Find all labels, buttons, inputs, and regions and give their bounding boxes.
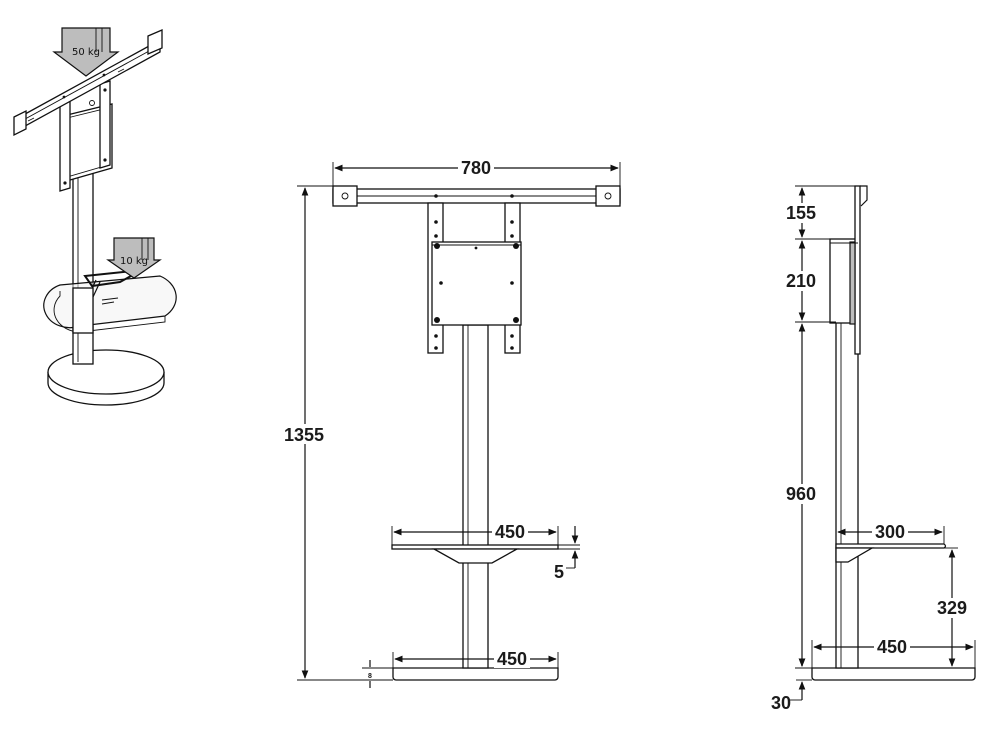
dim-side-155: 155	[784, 187, 820, 238]
iso-column	[72, 165, 94, 365]
dim-label-155: 155	[786, 203, 816, 223]
dim-side-300: 300	[837, 522, 945, 544]
side-shelf	[835, 543, 947, 563]
front-top-rail	[332, 185, 621, 207]
iso-glass-shelf	[43, 269, 177, 333]
dim-side-329: 329	[934, 547, 975, 669]
dim-side-base-450: 450	[811, 637, 976, 668]
dim-label-side-450: 450	[877, 637, 907, 657]
dim-label-300: 300	[875, 522, 905, 542]
dim-front-base: 450	[392, 649, 559, 669]
side-mounting-plate	[829, 185, 868, 355]
dim-label-30: 30	[771, 693, 791, 713]
dim-label-5: 5	[554, 562, 564, 582]
dim-front-shelf-thickness: 5	[554, 526, 580, 582]
dim-front-height: 1355	[283, 185, 393, 681]
dim-side-30: 30	[771, 658, 812, 713]
dim-front-width: 780	[332, 158, 621, 186]
dim-label-shelf-450: 450	[495, 522, 525, 542]
dim-front-base-thickness: 8	[362, 660, 393, 688]
dim-side-210: 210	[784, 240, 820, 321]
iso-column-front	[72, 287, 94, 334]
load-arrow-shelf: 10 kg	[106, 237, 162, 279]
front-shelf	[391, 544, 559, 564]
dim-label-329: 329	[937, 598, 967, 618]
load-arrow-top: 50 kg	[52, 27, 120, 77]
side-column	[835, 321, 859, 669]
dim-front-shelf: 450	[391, 522, 559, 545]
dim-label-210: 210	[786, 271, 816, 291]
iso-top-rail	[13, 29, 163, 137]
dim-label-base-thickness: 8	[368, 673, 372, 680]
dim-side-960: 960	[784, 323, 820, 667]
side-view: 155 210 960 300 329	[771, 185, 976, 713]
front-column	[462, 324, 489, 669]
front-view: 780 1355 450 5	[283, 158, 621, 688]
isometric-view: 50 kg 10 kg	[13, 27, 177, 406]
dim-label-1355: 1355	[284, 425, 324, 445]
iso-mounting-plate	[59, 80, 113, 192]
front-mounting-plate	[431, 241, 522, 326]
dim-label-780: 780	[461, 158, 491, 178]
dim-label-base-450: 450	[497, 649, 527, 669]
dim-label-960: 960	[786, 484, 816, 504]
load-label-top: 50 kg	[72, 47, 100, 58]
side-base	[811, 667, 976, 681]
iso-base-disc	[47, 349, 165, 406]
load-label-shelf: 10 kg	[120, 256, 148, 267]
front-base	[392, 667, 559, 681]
